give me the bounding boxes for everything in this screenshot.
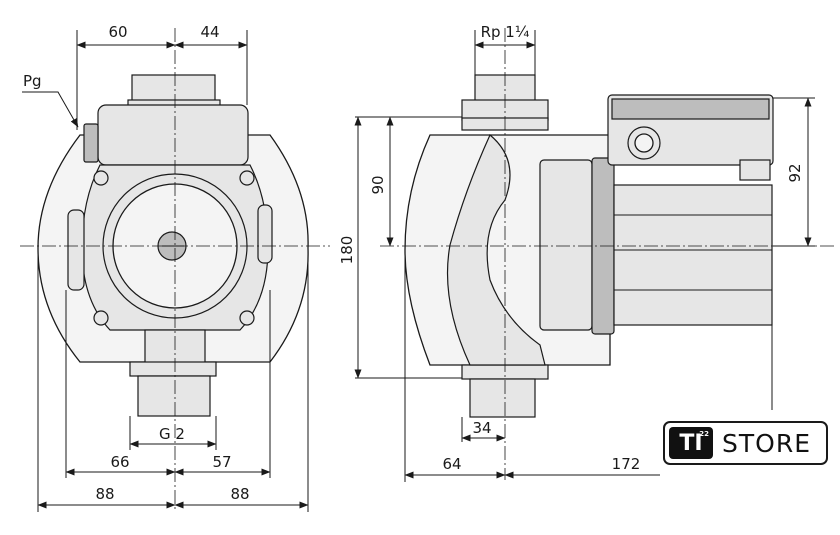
- dim-66: 66: [110, 453, 129, 471]
- logo-ti-text: TI: [679, 430, 703, 456]
- dim-88-left: 88: [95, 485, 114, 503]
- dim-172: 172: [612, 455, 641, 473]
- logo-store-text: STORE: [722, 428, 811, 458]
- dim-90: 90: [369, 175, 387, 194]
- thread-rp: Rp 1¼: [481, 23, 530, 41]
- dim-57: 57: [212, 453, 231, 471]
- dim-60: 60: [108, 23, 127, 41]
- dim-92: 92: [786, 163, 804, 182]
- dim-64: 64: [442, 455, 461, 473]
- label-pg: Pg: [23, 72, 42, 90]
- front-view: 60 44 Pg G 2 66 57 88 88: [20, 23, 330, 512]
- side-view: Rp 1¼ 180 90 92 34 64 172: [338, 23, 835, 482]
- dim-34: 34: [472, 419, 491, 437]
- ti-logo-mark: TI 22: [669, 427, 713, 459]
- dim-88-right: 88: [230, 485, 249, 503]
- dim-180: 180: [338, 236, 356, 265]
- logo-superscript: 22: [699, 430, 709, 438]
- dim-44: 44: [200, 23, 219, 41]
- thread-g2: G 2: [159, 425, 185, 443]
- ti-store-logo: TI 22 STORE: [663, 421, 828, 465]
